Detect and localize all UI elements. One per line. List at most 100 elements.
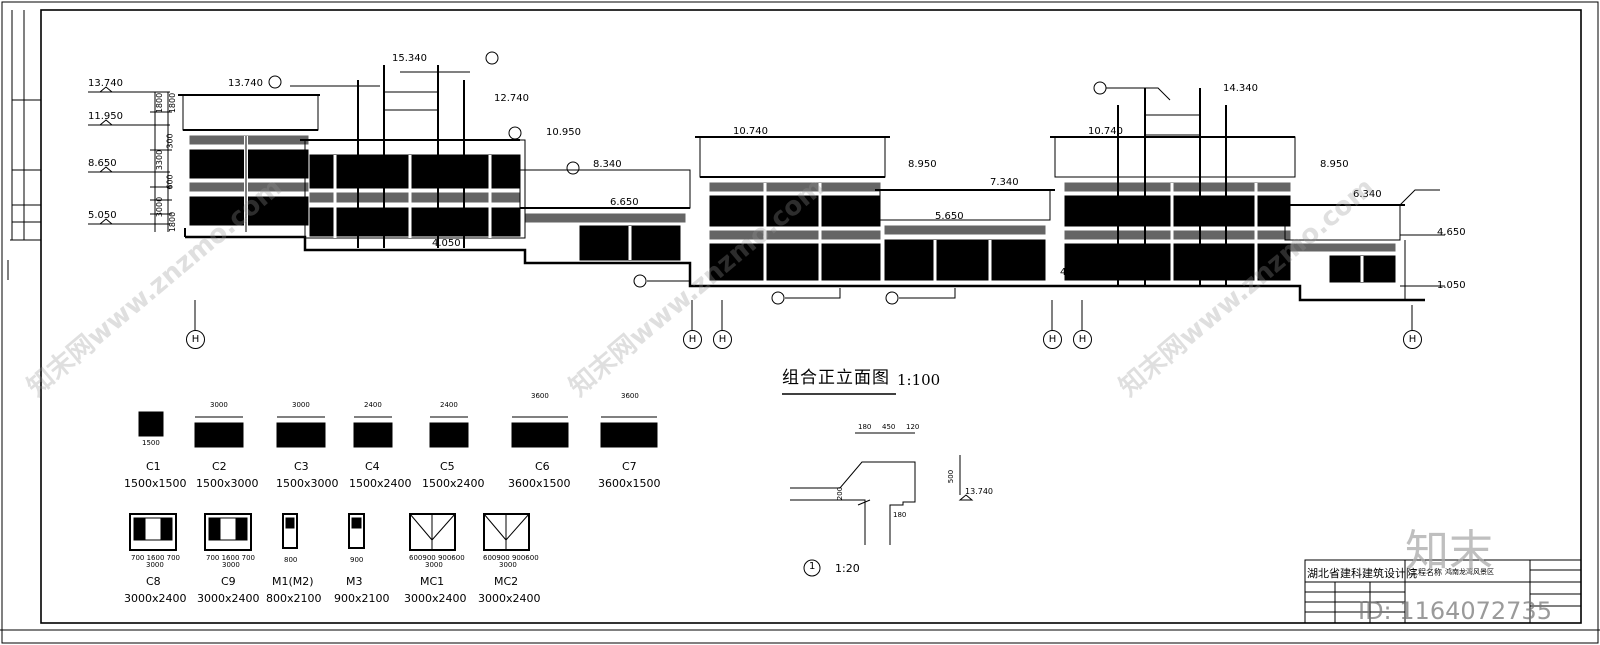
watermark-logo: 知末 (1405, 526, 1493, 577)
level-label: 11.950 (88, 111, 123, 122)
door-dim: 900 (350, 556, 364, 564)
window-dim: 3000 (292, 401, 310, 409)
drawing-title: 组合正立面图 (782, 368, 890, 388)
leader-callouts (268, 51, 1440, 305)
door-size: 3000x2400 (197, 592, 260, 605)
door-dim: 700 1600 700 (131, 554, 180, 562)
door-size: 900x2100 (334, 592, 390, 605)
door-dim: 700 1600 700 (206, 554, 255, 562)
window-code: C4 (365, 460, 380, 473)
building-block-b (290, 65, 526, 248)
window-code: C6 (535, 460, 550, 473)
level-label: 4.650 (1437, 227, 1466, 238)
door-dim: 3000 (499, 561, 517, 569)
window-dim: 2400 (364, 401, 382, 409)
door-dim: 3000 (222, 561, 240, 569)
window-dim: 3600 (531, 392, 549, 400)
parapet-detail-graphic (790, 432, 974, 577)
door-code: MC1 (420, 575, 445, 588)
level-label: 13.740 (228, 78, 263, 89)
grid-marker: H (683, 330, 702, 349)
title-block-project-label: 工程名称 (1410, 568, 1442, 577)
level-label: 5.050 (88, 210, 117, 221)
grid-marker: H (713, 330, 732, 349)
window-code: C3 (294, 460, 309, 473)
window-dim: 2400 (440, 401, 458, 409)
door-code: M3 (346, 575, 363, 588)
detail-dim: 200 (836, 486, 845, 501)
door-size: 3000x2400 (478, 592, 541, 605)
window-code: C2 (212, 460, 227, 473)
detail-level: 13.740 (965, 487, 993, 496)
drawing-frame (40, 9, 1582, 624)
building-block-f (1050, 88, 1296, 286)
grid-marker: H (186, 330, 205, 349)
dimension-label: 600 (165, 174, 175, 190)
ground-line (185, 235, 1425, 302)
window-schedule-graphics (129, 411, 658, 551)
grid-marker: H (1073, 330, 1092, 349)
level-label: 4.050 (432, 238, 461, 249)
building-block-e (875, 189, 1055, 282)
binding-strip (7, 10, 41, 280)
window-code: C1 (146, 460, 161, 473)
window-size: 1500x1500 (124, 477, 187, 490)
level-label: 1.050 (1437, 280, 1466, 291)
door-size: 3000x2400 (404, 592, 467, 605)
window-code: C5 (440, 460, 455, 473)
level-label: 15.340 (392, 53, 427, 64)
level-label: 6.340 (1353, 189, 1382, 200)
window-dim: 3000 (210, 401, 228, 409)
door-dim: 3000 (146, 561, 164, 569)
grid-marker: H (1403, 330, 1422, 349)
level-label: 7.340 (990, 177, 1019, 188)
door-dim: 600900 900600 (409, 554, 465, 562)
dimension-label: 300 (165, 133, 175, 149)
detail-dim: 180 (893, 511, 907, 519)
level-label: 8.650 (88, 158, 117, 169)
level-label: 12.740 (494, 93, 529, 104)
detail-dim: 180 (858, 423, 872, 431)
level-label: 4.050 (1060, 267, 1089, 278)
building-block-c (519, 169, 691, 261)
window-size: 1500x3000 (276, 477, 339, 490)
title-block-project-name: 鸿南龙湾风景区 (1445, 568, 1494, 576)
window-size: 1500x2400 (422, 477, 485, 490)
level-label: 8.950 (1320, 159, 1349, 170)
detail-dim: 120 (906, 423, 920, 431)
detail-ref: 1 (809, 561, 816, 572)
dimension-label: 3300 (155, 149, 165, 171)
window-dim: 1500 (142, 439, 160, 447)
grid-marker: H (1043, 330, 1062, 349)
door-dim: 800 (284, 556, 298, 564)
title-block-institute: 湖北省建科建筑设计院 (1307, 567, 1417, 580)
level-label: 10.950 (546, 127, 581, 138)
window-size: 3600x1500 (508, 477, 571, 490)
window-size: 3600x1500 (598, 477, 661, 490)
door-size: 3000x2400 (124, 592, 187, 605)
level-label: 5.650 (935, 211, 964, 222)
title-block-graphic (1304, 559, 1582, 624)
door-code: C9 (221, 575, 236, 588)
drawing-scale: 1:100 (897, 371, 941, 389)
level-label: 8.340 (593, 159, 622, 170)
dimension-label: 1800 (168, 211, 178, 233)
door-dim: 600900 900600 (483, 554, 539, 562)
window-code: C7 (622, 460, 637, 473)
door-code: C8 (146, 575, 161, 588)
level-label: 13.740 (88, 78, 123, 89)
grid-marker-stems (194, 300, 1413, 330)
detail-dim: 500 (947, 469, 956, 484)
dimension-label: 1800 (168, 92, 178, 114)
building-block-g (1280, 204, 1445, 300)
door-size: 800x2100 (266, 592, 322, 605)
detail-dim: 450 (882, 423, 896, 431)
detail-scale: 1:20 (835, 562, 860, 575)
door-code: M1(M2) (272, 575, 314, 588)
window-size: 1500x3000 (196, 477, 259, 490)
building-block-a (178, 94, 320, 232)
dimension-label: 1800 (155, 92, 165, 114)
level-label: 10.740 (1088, 126, 1123, 137)
watermark-id: ID: 1164072735 (1358, 597, 1552, 625)
